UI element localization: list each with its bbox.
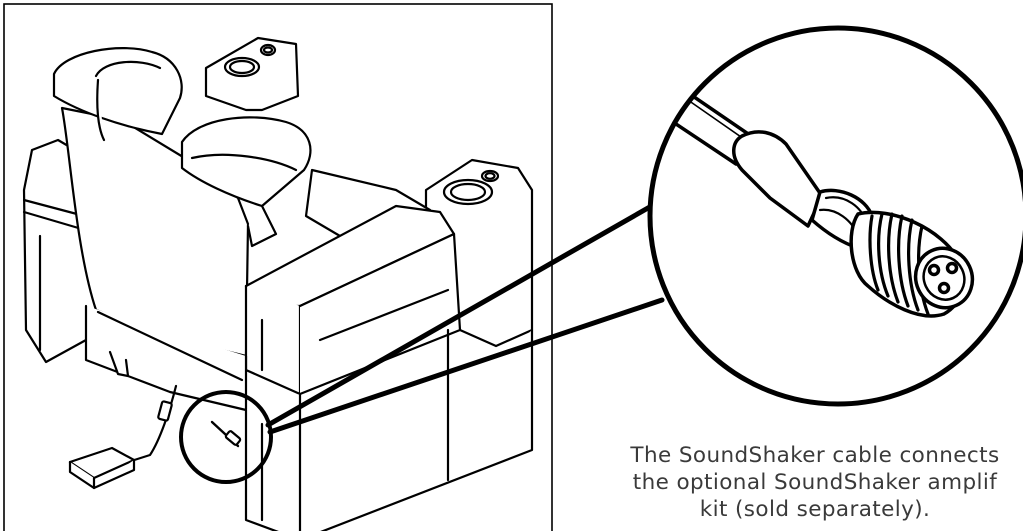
connector-pin	[937, 281, 951, 295]
connector-pin	[927, 263, 941, 277]
cable-plug	[157, 400, 173, 422]
connector-pin	[945, 261, 959, 275]
caption-text: The SoundShaker cable connects the optio…	[560, 442, 1023, 523]
connector-threaded-nut	[849, 210, 975, 318]
callout-leader	[265, 197, 665, 435]
caption-line-1: The SoundShaker cable connects	[630, 443, 1000, 468]
caption-line-2: the optional SoundShaker amplif	[632, 470, 998, 495]
connector-highlight-circle	[179, 390, 273, 484]
soundshaker-connector-detail	[650, 58, 975, 318]
caption-line-3: kit (sold separately).	[699, 497, 931, 522]
recliner-chair-illustration	[22, 36, 534, 531]
